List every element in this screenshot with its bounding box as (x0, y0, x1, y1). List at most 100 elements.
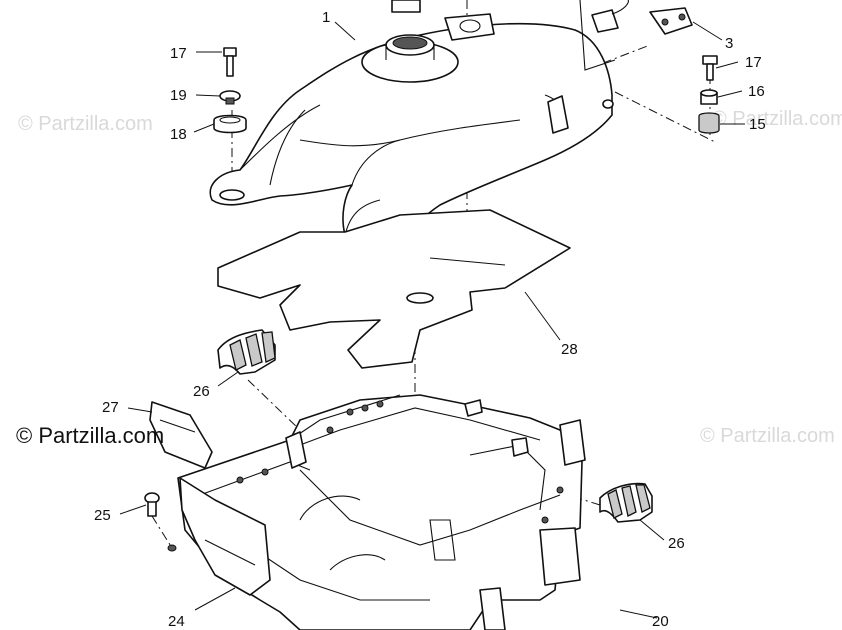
leader-28 (524, 291, 561, 341)
frame-rear-tab (479, 587, 506, 630)
leader-19 (195, 94, 221, 97)
fuel-sensor (591, 9, 619, 33)
leader-24 (194, 587, 236, 611)
heat-shield-outline (217, 209, 571, 369)
right-mount-hardware[interactable] (698, 55, 720, 134)
leader-18 (193, 123, 215, 133)
grommet-15-right (698, 112, 720, 134)
frame-hole-6 (261, 468, 269, 476)
watermark-brand: © Partzilla.com (16, 423, 164, 448)
frame-hole-7 (556, 486, 564, 494)
side-panel-24[interactable] (179, 477, 271, 596)
frame-rear-block (539, 527, 581, 586)
rubber-pad-left[interactable] (217, 329, 276, 375)
tank-mount-hole-right (602, 99, 614, 109)
center-line-pad-left (247, 379, 301, 431)
tank-mount-hole-left (219, 189, 245, 201)
side-shield-crease (159, 419, 196, 433)
leader-25 (119, 504, 147, 515)
callout-26-right: 26 (668, 535, 685, 552)
callout-3: 3 (725, 35, 733, 52)
clip-center-line (151, 515, 173, 549)
callout-26-left: 26 (193, 383, 210, 400)
clip-stem (147, 501, 157, 517)
leader-16 (717, 90, 743, 98)
watermark-faint-5: © Partzilla.com (700, 425, 835, 447)
callout-15: 15 (749, 116, 766, 133)
tank-bracket[interactable] (579, 0, 693, 71)
pad-right-rib-1 (607, 489, 623, 519)
frame-top-rail-2 (299, 407, 541, 446)
pad-left-rib-1 (229, 339, 247, 371)
pad-left-rib-3 (261, 331, 276, 363)
sensor-wire (611, 0, 629, 15)
bolt-17-right-head (702, 55, 718, 65)
filler-neck-opening (392, 36, 428, 50)
callout-28: 28 (561, 341, 578, 358)
collar-16-right-top (700, 89, 718, 97)
watermark-faint-3: © Partzilla.com (712, 108, 842, 130)
clip-25[interactable] (144, 492, 177, 552)
frame-inner-contour (299, 469, 561, 546)
watermark-faint-1: © Partzilla.com (18, 113, 153, 135)
leader-1 (334, 21, 356, 41)
frame-slot (429, 519, 456, 561)
bracket-hole-2 (678, 13, 686, 21)
frame-hole-3 (376, 400, 384, 408)
callout-18: 18 (170, 126, 187, 143)
leader-17-right (715, 61, 739, 69)
frame-hole-4 (326, 426, 334, 434)
callout-1: 1 (322, 9, 330, 26)
heat-shield-hidden-line (429, 257, 506, 266)
center-line-bracket (584, 44, 651, 71)
bolt-17-left-head (223, 47, 237, 57)
tank-contour-1 (239, 104, 321, 171)
rubber-pad-right[interactable] (599, 482, 653, 523)
grommet-18-left (213, 114, 247, 134)
bracket-frame-line (579, 0, 616, 71)
leader-20 (619, 609, 658, 619)
heat-shield-slot (406, 292, 434, 304)
callout-27: 27 (102, 399, 119, 416)
filler-neck-sides (385, 45, 435, 60)
collar-19-left-body (225, 97, 235, 105)
bolt-17-left-shank (226, 55, 234, 77)
leader-26-right (639, 519, 665, 541)
clip-hole (167, 544, 177, 552)
callout-17-left: 17 (170, 45, 187, 62)
cap-fragment (391, 0, 421, 13)
leader-lines (119, 21, 745, 619)
bracket-plate (649, 7, 693, 35)
frame-clip-left (285, 431, 307, 469)
frame-floor-curve (299, 495, 361, 521)
tank-contour-5 (299, 119, 521, 147)
grommet-18-left-top (219, 116, 241, 124)
leader-26-left (217, 371, 239, 387)
frame-hole-5 (236, 476, 244, 484)
left-mount-hardware[interactable] (213, 47, 247, 134)
tank-contour-2 (269, 109, 306, 186)
frame-clip-right (511, 437, 529, 457)
callout-labels: 1 3 17 16 15 17 19 18 28 26 26 27 25 24 … (94, 9, 766, 630)
pad-right-rib-2 (621, 485, 637, 517)
heat-shield-sheet[interactable] (217, 209, 571, 369)
fuel-tank[interactable] (209, 0, 614, 270)
bracket-hole-1 (661, 18, 669, 26)
frame-lower-rail (239, 539, 430, 601)
callout-25: 25 (94, 507, 111, 524)
callout-24: 24 (168, 613, 185, 630)
leader-3 (692, 21, 723, 41)
fuel-tank-body (209, 22, 613, 270)
frame-hole-2 (361, 404, 369, 412)
tank-contour-4 (344, 199, 381, 236)
side-panel-outline (179, 477, 271, 596)
callout-16: 16 (748, 83, 765, 100)
frame-cutout (329, 554, 386, 571)
frame-right-box (469, 444, 546, 511)
pad-right-rib-3 (635, 484, 651, 513)
callout-17-right: 17 (745, 54, 762, 71)
bolt-17-right-shank (706, 63, 714, 81)
sender-plate-ring (459, 19, 481, 33)
leader-27 (127, 407, 153, 413)
